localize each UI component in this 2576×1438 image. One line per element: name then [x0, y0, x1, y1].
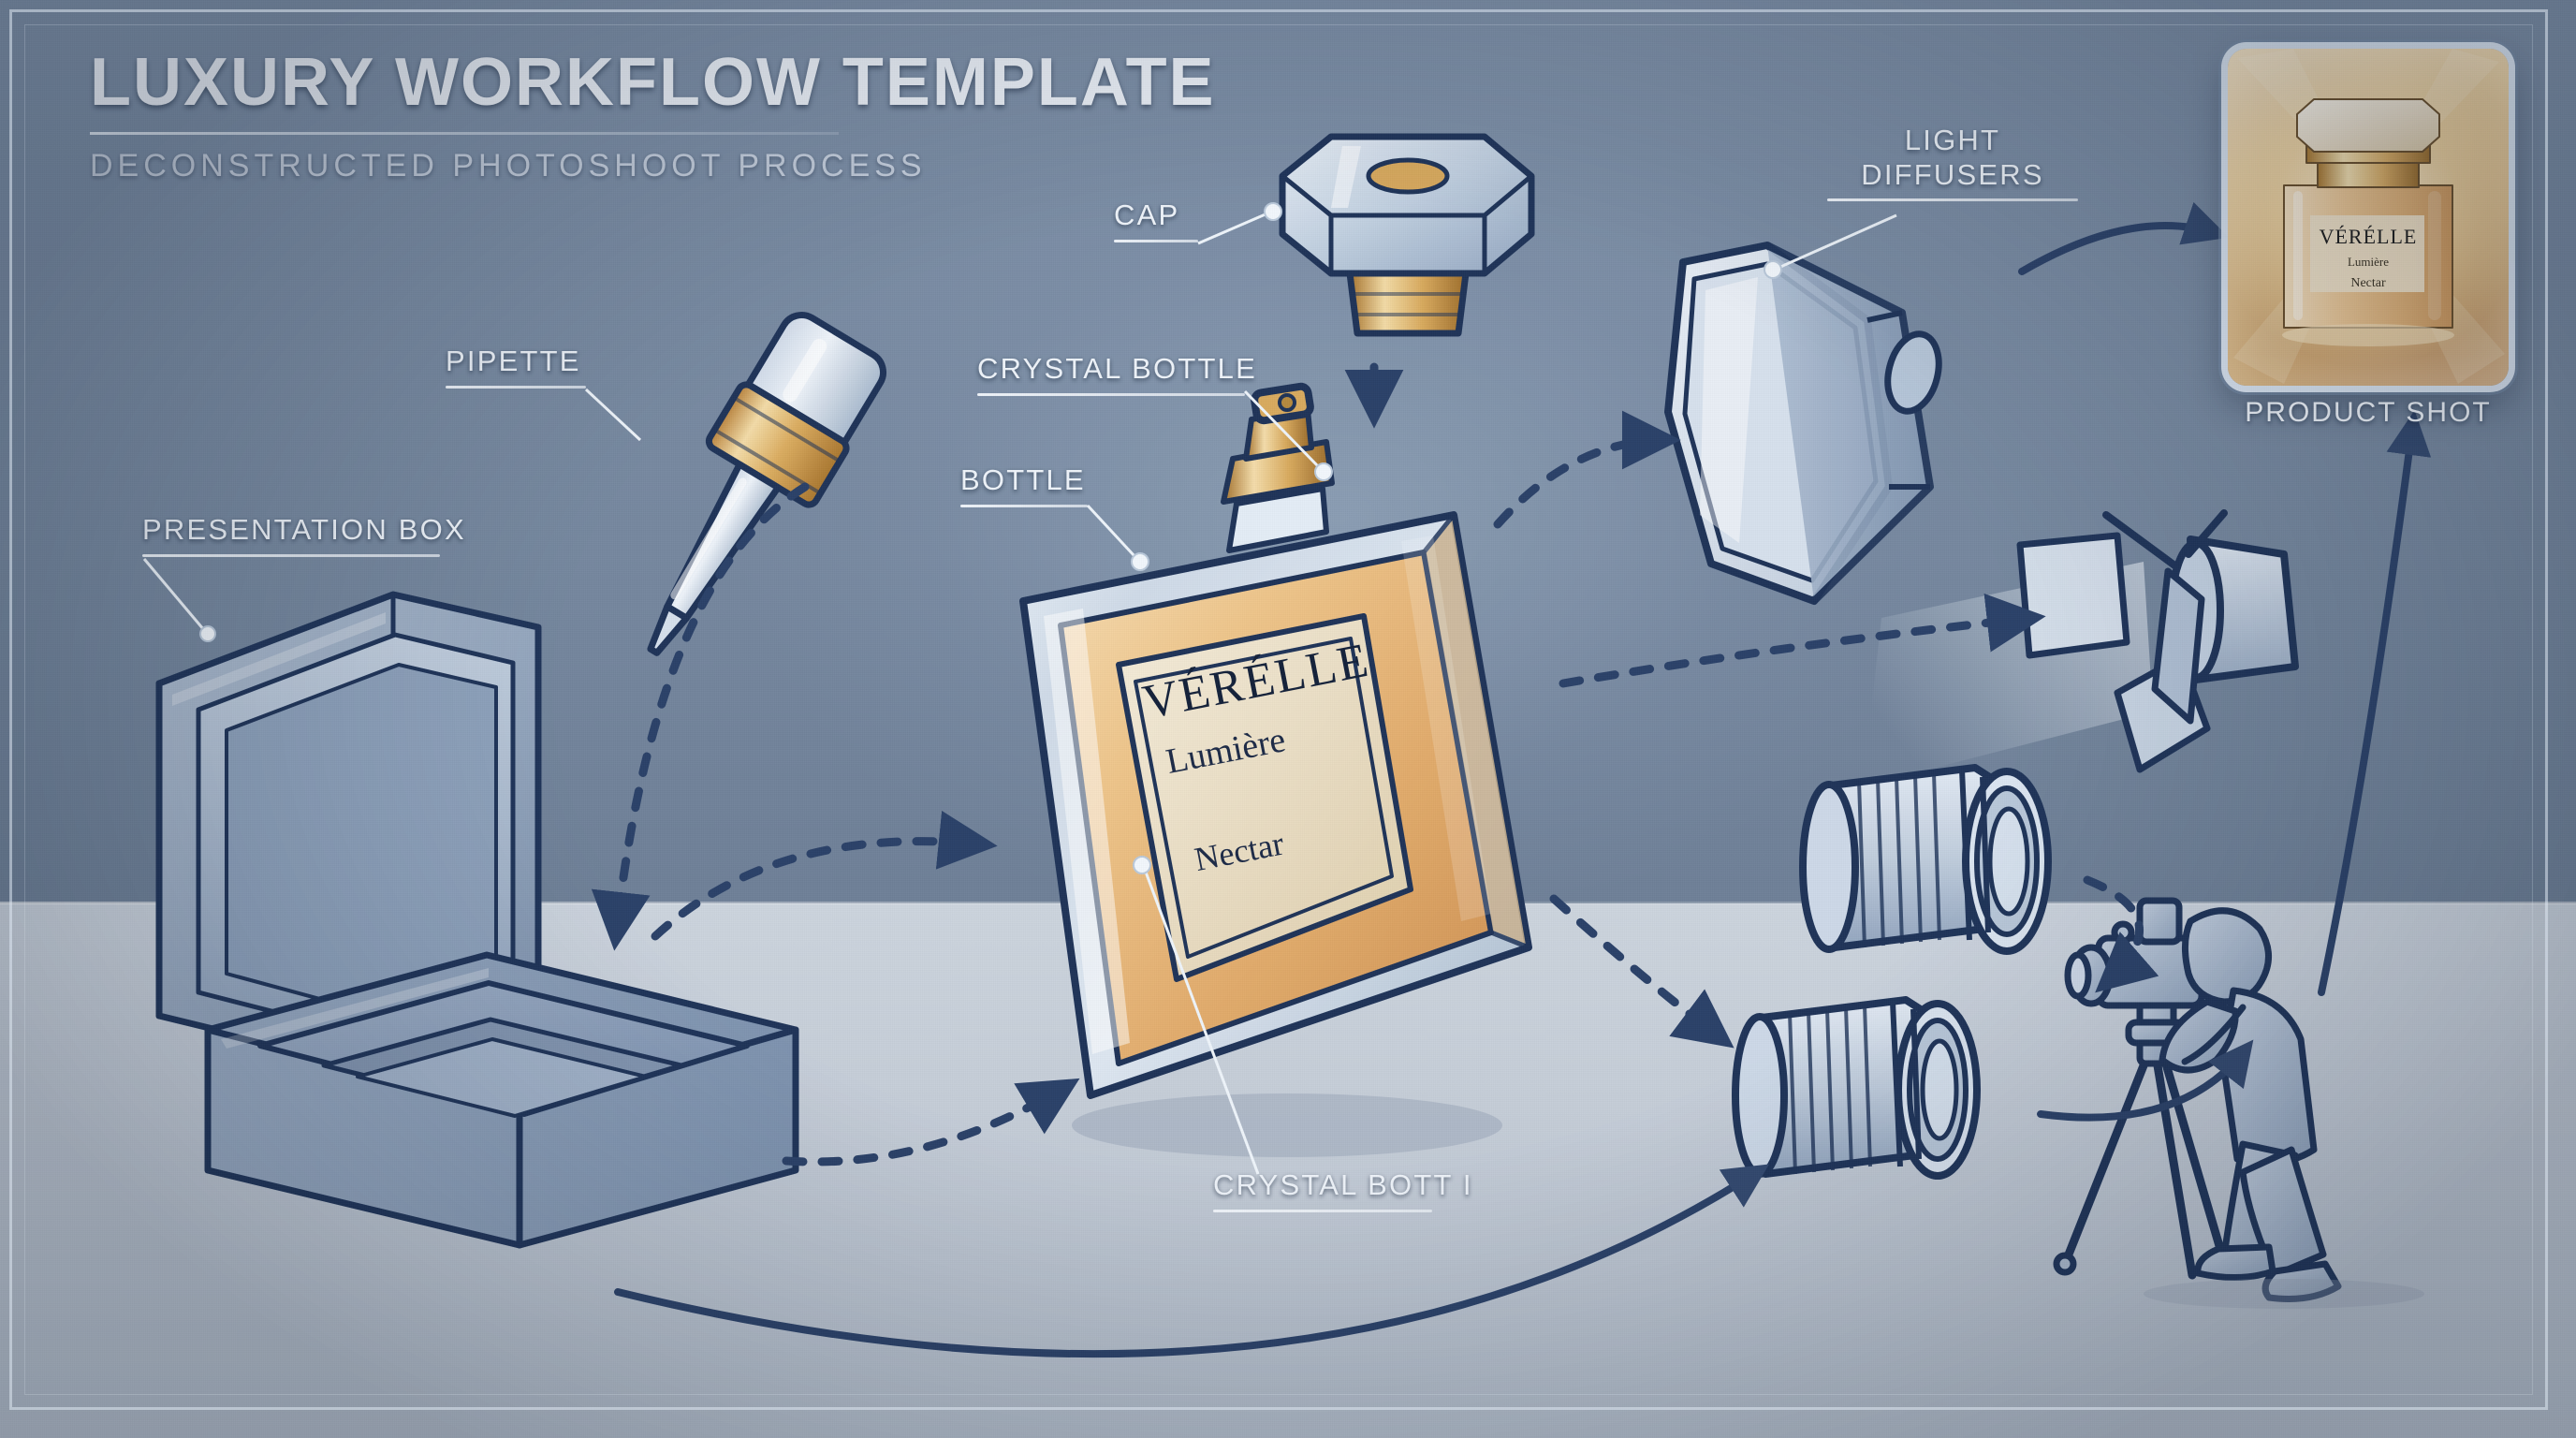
callout-bottle[interactable]: BOTTLE	[960, 463, 1088, 507]
callout-bottle-label: BOTTLE	[960, 463, 1086, 496]
callout-bottle-rule	[960, 504, 1088, 507]
callout-light-diffusers-rule	[1827, 198, 2078, 202]
product-shot-line3: Nectar	[2350, 276, 2386, 290]
callout-crystal-bottle-bottom-rule	[1213, 1209, 1432, 1212]
callout-cap-label: CAP	[1114, 198, 1180, 231]
studio-light	[1863, 506, 2340, 786]
callout-light-diffusers[interactable]: LIGHT DIFFUSERS	[1827, 124, 2078, 202]
product-shot-thumbnail[interactable]: VÉRÉLLE Lumière Nectar	[2228, 49, 2509, 386]
callout-pipette-rule	[446, 385, 586, 389]
pipette	[599, 300, 899, 693]
callout-pipette[interactable]: PIPETTE	[446, 345, 586, 389]
callout-crystal-bottle-rule	[977, 392, 1245, 396]
page-title: LUXURY WORKFLOW TEMPLATE	[90, 45, 1216, 120]
callout-presentation-box-label: PRESENTATION BOX	[142, 513, 466, 546]
presentation-box	[140, 590, 833, 1249]
product-shot-bottle: VÉRÉLLE Lumière Nectar	[2282, 98, 2454, 346]
product-shot-caption: PRODUCT SHOT	[2245, 397, 2492, 428]
camera-lens-upper	[1778, 730, 2087, 992]
camera-lens-lower	[1713, 964, 2022, 1217]
callout-light-diffusers-line2: DIFFUSERS	[1861, 157, 2044, 191]
crystal-cap	[1245, 122, 1563, 356]
callout-crystal-bottle[interactable]: CRYSTAL BOTTLE	[977, 352, 1257, 396]
photographer	[2050, 889, 2452, 1309]
perfume-bottle: VÉRÉLLE Lumière Nectar	[978, 382, 1577, 1208]
callout-light-diffusers-line1: LIGHT	[1904, 124, 2001, 156]
callout-crystal-bottle-label: CRYSTAL BOTTLE	[977, 352, 1257, 385]
product-shot-brand: VÉRÉLLE	[2320, 225, 2418, 248]
callout-presentation-box[interactable]: PRESENTATION BOX	[142, 513, 466, 557]
callout-crystal-bottle-bottom[interactable]: CRYSTAL BOTT I	[1213, 1168, 1473, 1212]
callout-presentation-box-rule	[142, 553, 440, 557]
title-divider	[90, 132, 839, 136]
page-subtitle: DECONSTRUCTED PHOTOSHOOT PROCESS	[90, 148, 927, 184]
callout-cap-rule	[1114, 239, 1198, 242]
softbox-diffuser	[1657, 234, 2050, 627]
product-shot-line2: Lumière	[2348, 255, 2389, 269]
callout-pipette-label: PIPETTE	[446, 345, 581, 377]
callout-crystal-bottle-bottom-label: CRYSTAL BOTT I	[1213, 1168, 1473, 1201]
callout-cap[interactable]: CAP	[1114, 198, 1198, 242]
header: LUXURY WORKFLOW TEMPLATE DECONSTRUCTED P…	[90, 45, 1216, 184]
